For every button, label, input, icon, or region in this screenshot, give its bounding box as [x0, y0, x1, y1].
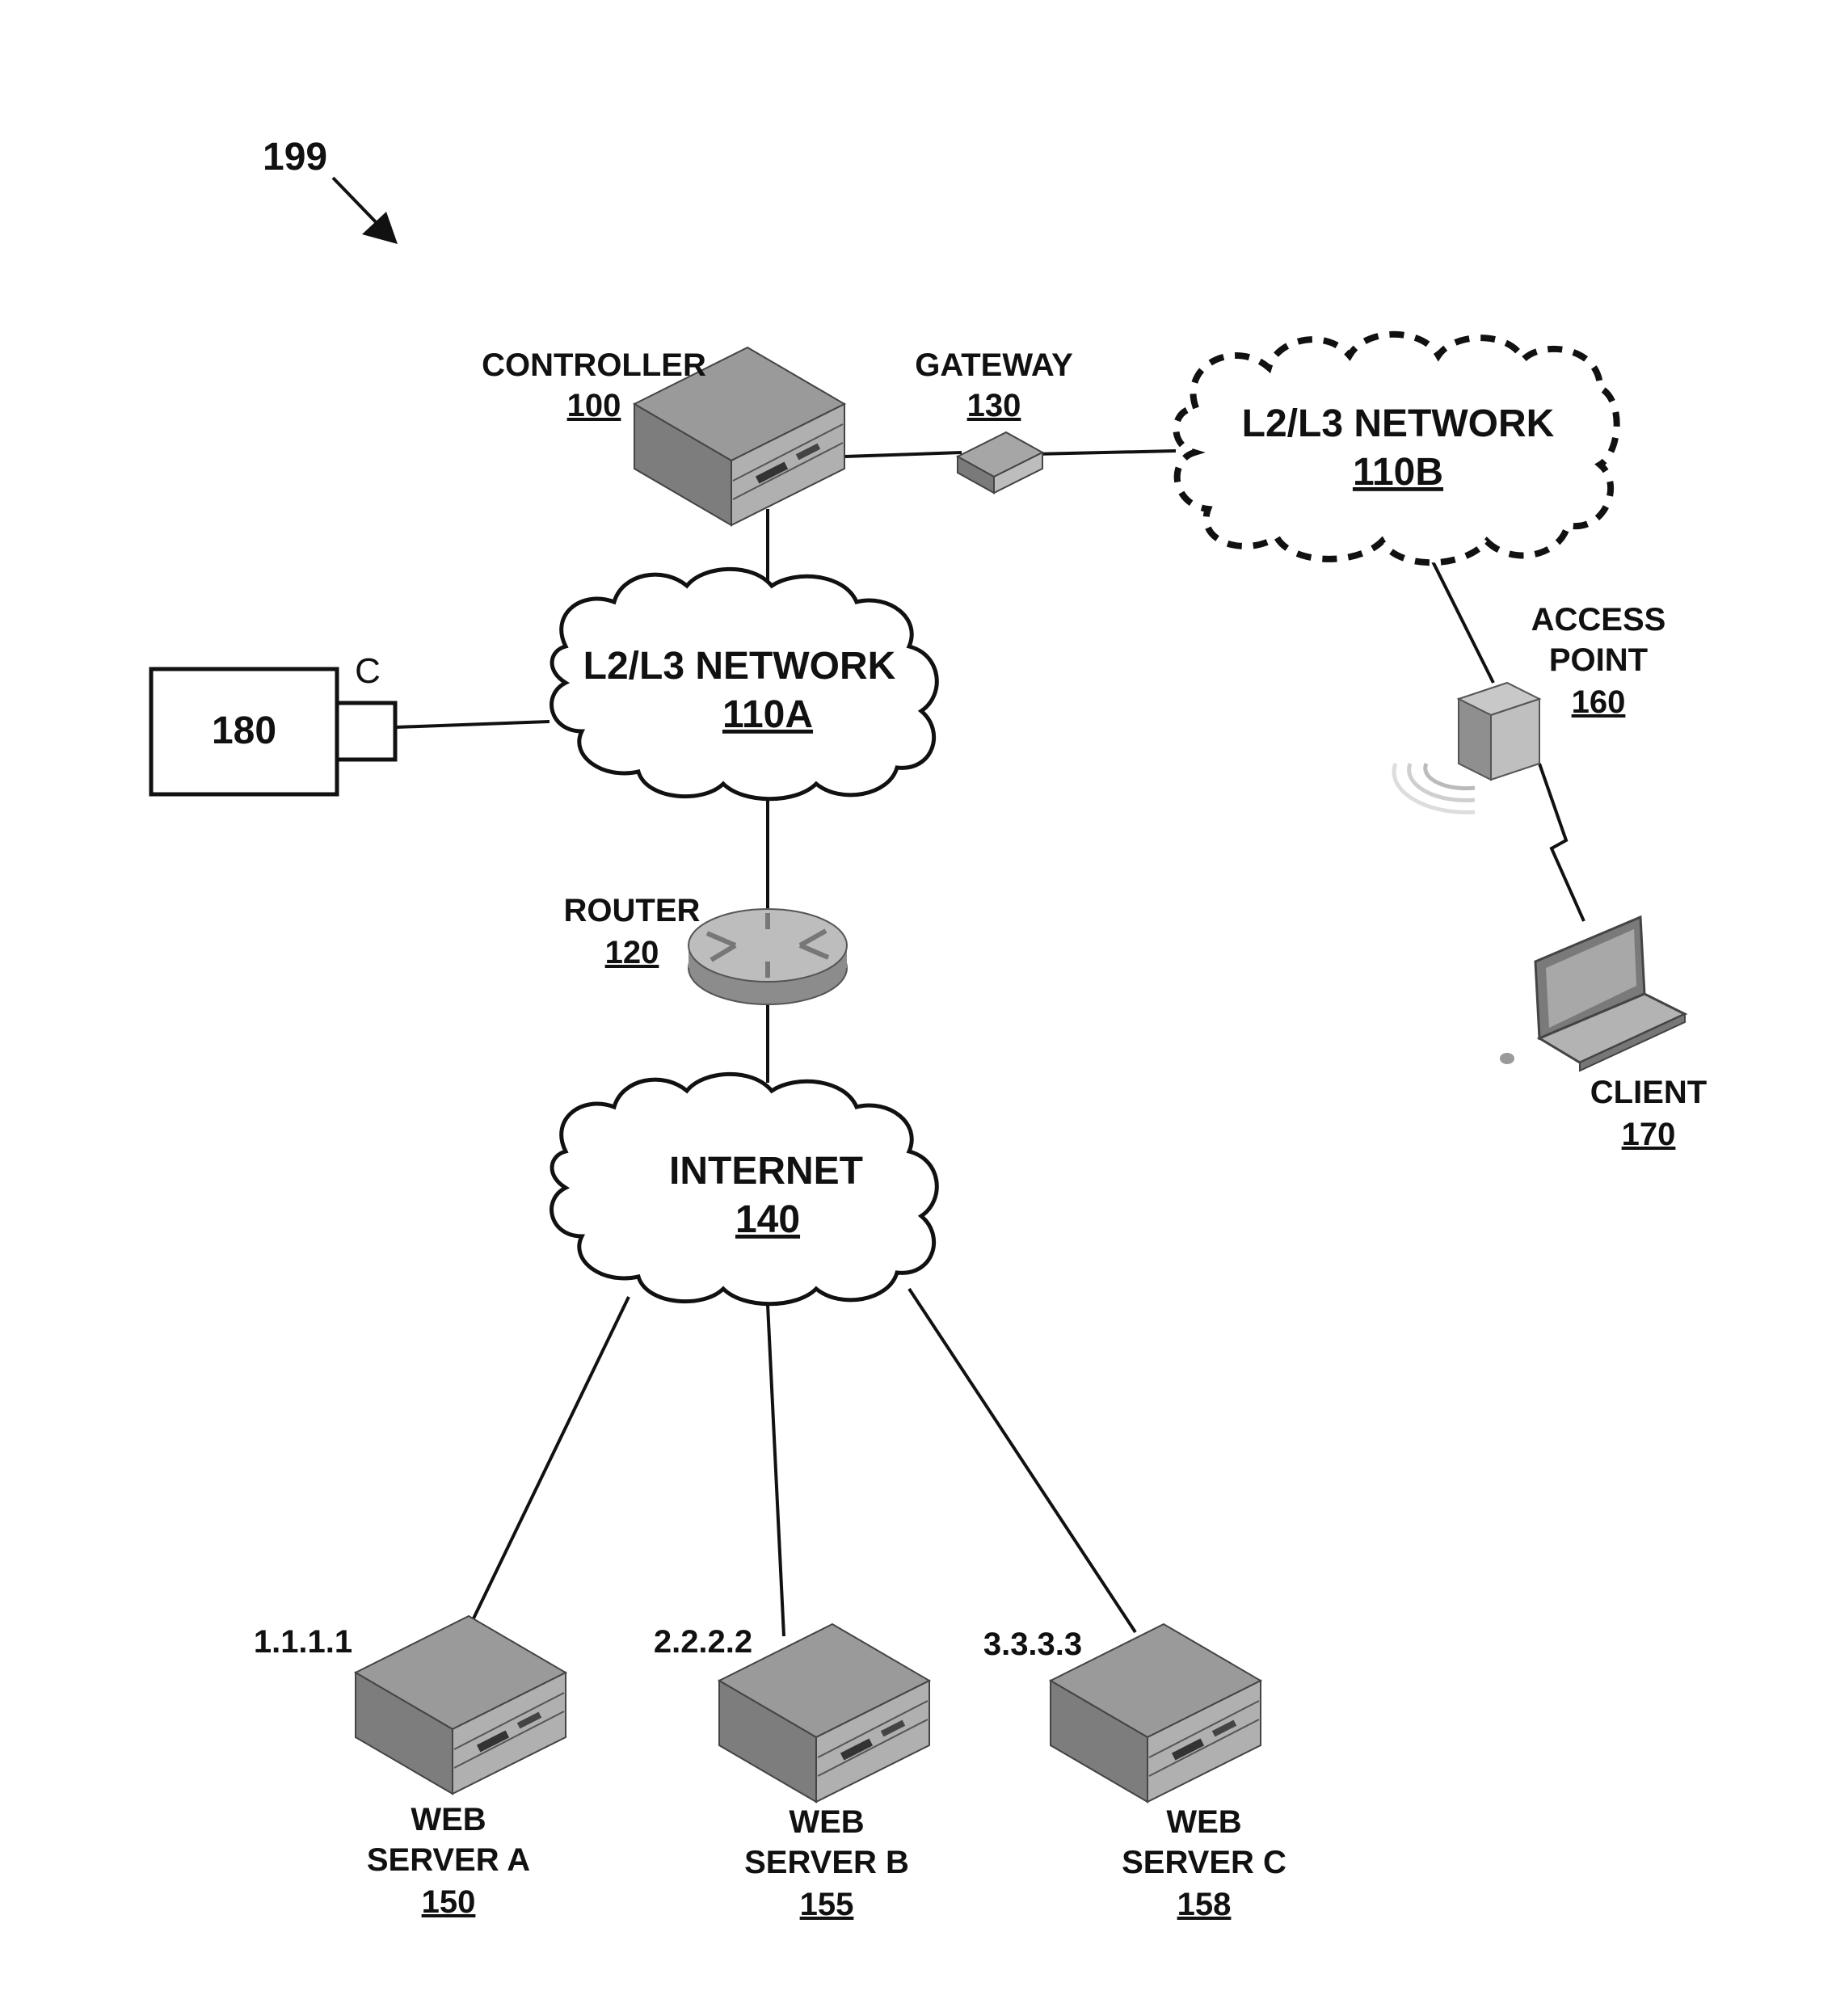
- internet-ref: 140: [735, 1198, 800, 1241]
- device-180-port-label: C: [355, 651, 381, 691]
- web-server-a-ip: 1.1.1.1: [254, 1624, 352, 1660]
- network-b-cloud-icon: [1176, 335, 1616, 563]
- web-server-a-name-line1: WEB: [411, 1802, 486, 1837]
- device-180-port: [337, 703, 395, 760]
- client-ref: 170: [1622, 1117, 1676, 1152]
- network-a-name: L2/L3 NETWORK: [583, 645, 896, 688]
- web-server-c-ip: 3.3.3.3: [983, 1627, 1082, 1662]
- figure-ref-label: 199: [263, 136, 327, 179]
- link-device-network-a: [396, 722, 550, 727]
- access-point-ref: 160: [1572, 684, 1626, 720]
- link-internet-server-a: [473, 1297, 629, 1620]
- web-server-b-name-line2: SERVER B: [744, 1845, 909, 1880]
- access-point-name-line2: POINT: [1549, 642, 1648, 678]
- gateway-ref: 130: [967, 388, 1021, 423]
- router-icon: [688, 909, 847, 1004]
- link-internet-server-c: [909, 1289, 1135, 1632]
- link-controller-gateway: [844, 452, 962, 457]
- network-b-name: L2/L3 NETWORK: [1242, 402, 1555, 445]
- router-ref: 120: [605, 935, 659, 970]
- wireless-link-bolt: [1539, 764, 1584, 921]
- gateway-name: GATEWAY: [915, 347, 1073, 383]
- controller-name: CONTROLLER: [482, 347, 706, 383]
- figure-ref-arrowhead: [362, 212, 398, 244]
- web-server-c-name-line2: SERVER C: [1122, 1845, 1286, 1880]
- client-name: CLIENT: [1590, 1075, 1707, 1110]
- router-name: ROUTER: [564, 893, 701, 928]
- web-server-a-ref: 150: [422, 1884, 476, 1920]
- web-server-a-icon: [356, 1616, 566, 1794]
- controller-ref: 100: [567, 388, 621, 423]
- figure-ref-arrow: [333, 178, 380, 226]
- client-laptop-icon: [1500, 917, 1685, 1071]
- link-network-b-access-point: [1429, 553, 1493, 683]
- network-a-ref: 110A: [722, 693, 813, 736]
- device-180-ref: 180: [212, 709, 276, 752]
- gateway-device-icon: [958, 432, 1042, 493]
- web-server-a-name-line2: SERVER A: [367, 1842, 530, 1878]
- web-server-c-ref: 158: [1177, 1887, 1232, 1922]
- access-point-name-line1: ACCESS: [1531, 602, 1666, 638]
- network-b-ref: 110B: [1353, 451, 1443, 494]
- web-server-b-name-line1: WEB: [789, 1804, 864, 1840]
- link-internet-server-b: [768, 1305, 784, 1636]
- internet-name: INTERNET: [669, 1150, 863, 1193]
- link-gateway-network-b: [1034, 451, 1176, 454]
- access-point-icon: [1394, 683, 1539, 812]
- web-server-b-ip: 2.2.2.2: [654, 1624, 752, 1660]
- web-server-b-ref: 155: [800, 1887, 854, 1922]
- web-server-c-name-line1: WEB: [1166, 1804, 1241, 1840]
